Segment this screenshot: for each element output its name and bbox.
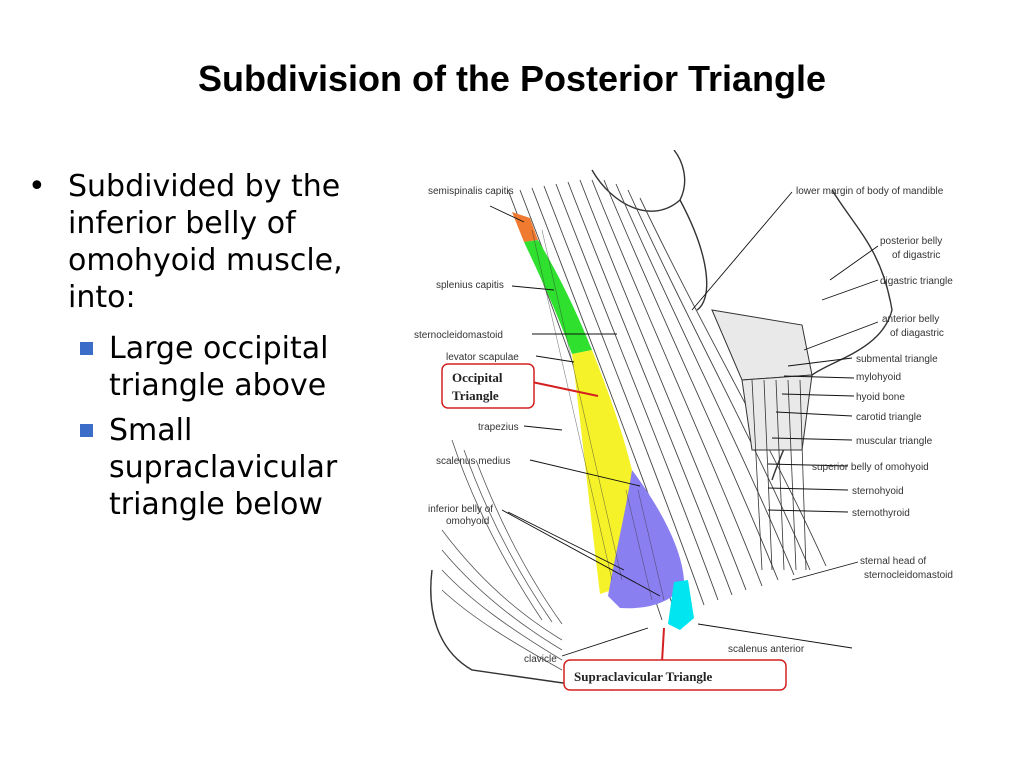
leader-lines bbox=[489, 191, 879, 657]
supraclavicular-triangle-region bbox=[668, 580, 694, 630]
square-bullet-icon bbox=[80, 424, 93, 437]
label-mylohyoid: mylohyoid bbox=[856, 372, 901, 383]
label-semispinalis-capitis: semispinalis capitis bbox=[428, 186, 514, 197]
label-hyoid-bone: hyoid bone bbox=[856, 392, 905, 403]
label-sternohyoid: sternohyoid bbox=[852, 486, 904, 497]
occipital-label-line2: Triangle bbox=[452, 388, 499, 403]
splenius-region bbox=[524, 240, 592, 354]
sub-bullet-occipital: Large occipital triangle above bbox=[80, 330, 408, 404]
label-sternothyroid: sternothyroid bbox=[852, 508, 910, 519]
bullet-list: • Subdivided by the inferior belly of om… bbox=[28, 168, 408, 523]
label-sternal-head-scm: sternocleidomastoid bbox=[864, 570, 953, 581]
sub-bullet-supraclavicular: Small supraclavicular triangle below bbox=[80, 412, 408, 523]
label-of-digastric: of digastric bbox=[892, 250, 940, 261]
label-inferior-belly: inferior belly of bbox=[428, 504, 493, 515]
bullet-dot-icon: • bbox=[28, 169, 46, 204]
supraclavicular-triangle-box bbox=[563, 659, 787, 691]
label-splenius-capitis: splenius capitis bbox=[436, 280, 504, 291]
occipital-triangle-region bbox=[572, 350, 632, 594]
square-bullet-icon bbox=[80, 342, 93, 355]
red-pointers bbox=[531, 381, 665, 663]
label-scalenus-anterior: scalenus anterior bbox=[728, 644, 805, 655]
label-clavicle: clavicle bbox=[524, 654, 557, 665]
occipital-triangle-box bbox=[441, 363, 535, 409]
bullet-main-text: Subdivided by the inferior belly of omoh… bbox=[68, 169, 343, 315]
label-submental-triangle: submental triangle bbox=[856, 354, 938, 365]
label-superior-belly-omohyoid: superior belly of omohyoid bbox=[812, 462, 929, 473]
label-anterior-belly: anterior belly bbox=[882, 314, 939, 325]
label-posterior-belly: posterior belly bbox=[880, 236, 942, 247]
slide-title: Subdivision of the Posterior Triangle bbox=[197, 58, 827, 99]
label-scalenus-medius: scalenus medius bbox=[436, 456, 510, 467]
label-digastric-triangle: digastric triangle bbox=[880, 276, 953, 287]
scalenus-region bbox=[608, 470, 684, 609]
label-levator-scapulae: levator scapulae bbox=[446, 352, 519, 363]
label-mandible: lower margin of body of mandible bbox=[796, 186, 944, 197]
label-of-diagastric: of diagastric bbox=[890, 328, 944, 339]
supraclavicular-label: Supraclavicular Triangle bbox=[574, 669, 713, 684]
label-omohyoid: omohyoid bbox=[446, 516, 489, 527]
occipital-label-line1: Occipital bbox=[452, 370, 503, 385]
label-carotid-triangle: carotid triangle bbox=[856, 412, 922, 423]
label-sternocleidomastoid: sternocleidomastoid bbox=[414, 330, 503, 341]
label-muscular-triangle: muscular triangle bbox=[856, 436, 933, 447]
sub-bullet-text: Small supraclavicular triangle below bbox=[109, 413, 338, 522]
color-hatching bbox=[531, 229, 665, 601]
bullet-main: • Subdivided by the inferior belly of om… bbox=[28, 168, 408, 316]
neck-anatomy-diagram: semispinalis capitis splenius capitis st… bbox=[414, 150, 953, 691]
trapezius-fibres bbox=[441, 439, 563, 671]
sub-bullet-text: Large occipital triangle above bbox=[109, 331, 329, 403]
anterior-structures bbox=[711, 309, 813, 451]
label-trapezius: trapezius bbox=[478, 422, 519, 433]
label-sternal-head: sternal head of bbox=[860, 556, 926, 567]
neck-outline bbox=[430, 150, 893, 691]
